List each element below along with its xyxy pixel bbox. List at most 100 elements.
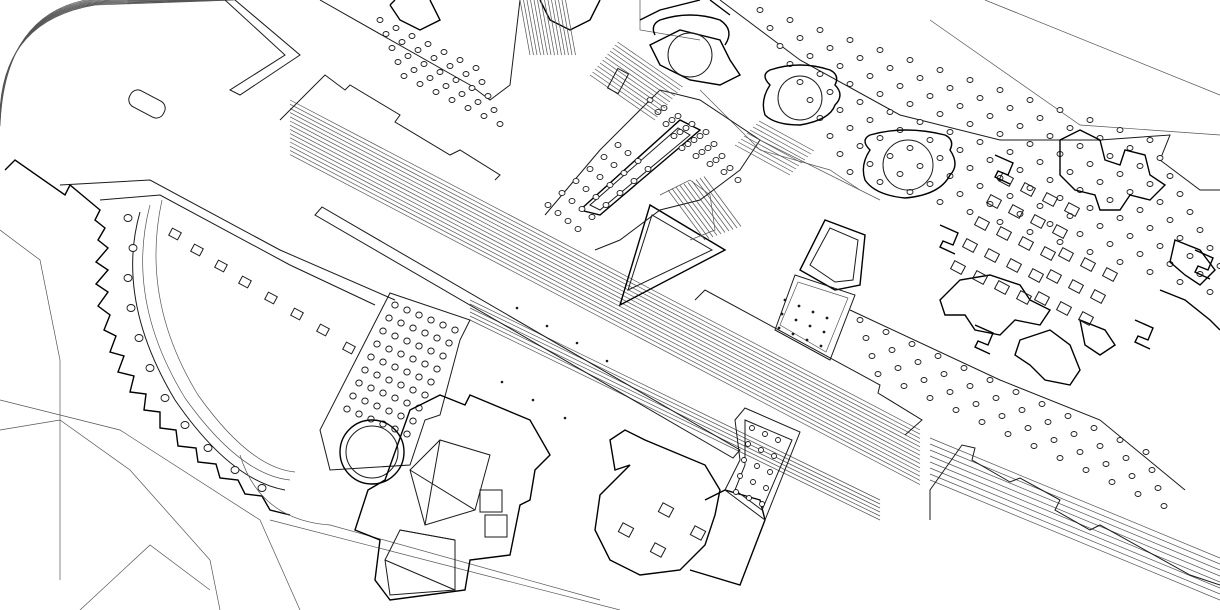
tree-marker [416, 81, 424, 87]
palace-building [354, 394, 551, 601]
central-garden-trees [343, 301, 459, 438]
hatch-line [679, 185, 718, 236]
hatch-line [755, 123, 812, 155]
river-line [929, 449, 1220, 571]
tree-marker [430, 55, 438, 61]
tree-marker [1036, 159, 1044, 165]
tree-marker [936, 155, 944, 161]
tree-marker [1006, 149, 1014, 155]
tree-marker [427, 378, 435, 386]
palace-roof-lower [384, 529, 456, 596]
tree-marker [379, 389, 387, 397]
parterre-ornament-3 [1014, 329, 1081, 386]
tree-marker [391, 301, 399, 309]
tree-marker [1146, 181, 1154, 187]
tree-marker [421, 329, 429, 337]
tree-marker [720, 168, 728, 176]
tree-marker [1142, 449, 1150, 455]
parterre-square [995, 226, 1013, 241]
tree-marker [1206, 289, 1214, 295]
palace-wing-2 [484, 514, 508, 538]
tree-marker [894, 365, 902, 371]
tree-marker [874, 371, 882, 377]
right-garden-boundary-lower [849, 309, 1186, 491]
tree-marker [128, 244, 138, 252]
tree-marker [439, 352, 447, 360]
tree-marker [826, 133, 834, 139]
river-line [929, 455, 1220, 577]
hatch-line [699, 177, 738, 229]
boulevard-lower-line [469, 303, 881, 505]
tree-marker [896, 171, 904, 177]
tree-marker [806, 53, 814, 59]
tree-marker [1126, 145, 1134, 151]
square-marker [238, 275, 252, 289]
parterre-square [983, 248, 1001, 263]
tree-marker [1126, 189, 1134, 195]
hatch-line [749, 129, 806, 161]
tree-marker [1106, 241, 1114, 247]
tree-marker [1216, 263, 1220, 269]
hatch-line [547, 0, 559, 56]
hatch-line [561, 0, 573, 56]
tree-marker [862, 335, 870, 341]
tree-marker [1154, 485, 1162, 491]
tree-marker [1160, 503, 1168, 509]
tree-marker [1196, 227, 1204, 233]
palace-roof-ridge [409, 439, 476, 526]
square-marker [214, 259, 228, 273]
tree-marker [676, 128, 684, 136]
river-line [929, 473, 1220, 595]
tree-marker [391, 332, 399, 340]
rotunda-markers [617, 502, 707, 558]
tree-marker [1148, 467, 1156, 473]
tree-marker [385, 407, 393, 415]
hatch-line [734, 144, 791, 176]
tree-marker [644, 165, 652, 173]
boulevard-edge-south [694, 289, 923, 436]
dot-marker [825, 316, 829, 320]
tree-marker [1156, 243, 1164, 249]
hatch-line [597, 65, 663, 112]
square-marker [649, 542, 667, 558]
tree-marker [394, 59, 402, 65]
tree-marker [379, 358, 387, 366]
hatch-line [604, 56, 671, 103]
tree-marker [582, 185, 590, 193]
tree-marker [391, 394, 399, 402]
hatch-line [671, 188, 710, 239]
square-marker [190, 243, 204, 257]
dot-marker [811, 310, 815, 314]
tree-marker [1044, 419, 1052, 425]
parterre-square [1089, 289, 1107, 304]
dot-marker [822, 330, 826, 334]
tree-marker [382, 31, 390, 37]
tree-marker [1102, 461, 1110, 467]
parterre-ornament-4 [1159, 289, 1220, 331]
hatch-line [612, 47, 678, 94]
hatch-line [599, 62, 666, 109]
tree-marker [1046, 177, 1054, 183]
tree-marker [1006, 105, 1014, 111]
dot-marker [515, 306, 519, 310]
dot-marker [575, 341, 579, 345]
tree-marker [706, 160, 714, 168]
hatch-line [565, 0, 576, 56]
dot-marker [500, 380, 504, 384]
parterre-square [1029, 214, 1047, 229]
curved-inner-wall-4 [142, 204, 291, 481]
tree-marker [379, 327, 387, 335]
tree-marker [771, 453, 777, 459]
upper-fountain-wall-2 [639, 0, 731, 21]
river-line [929, 467, 1220, 589]
parterre-square [1077, 311, 1095, 326]
tree-marker [866, 117, 874, 123]
tree-marker [1016, 167, 1024, 173]
tree-marker [1018, 407, 1026, 413]
tree-marker [996, 87, 1004, 93]
boulevard-line [289, 129, 921, 460]
tree-marker [415, 373, 423, 381]
tree-marker [1116, 127, 1124, 133]
tree-marker [464, 105, 472, 111]
tree-marker [1116, 259, 1124, 265]
